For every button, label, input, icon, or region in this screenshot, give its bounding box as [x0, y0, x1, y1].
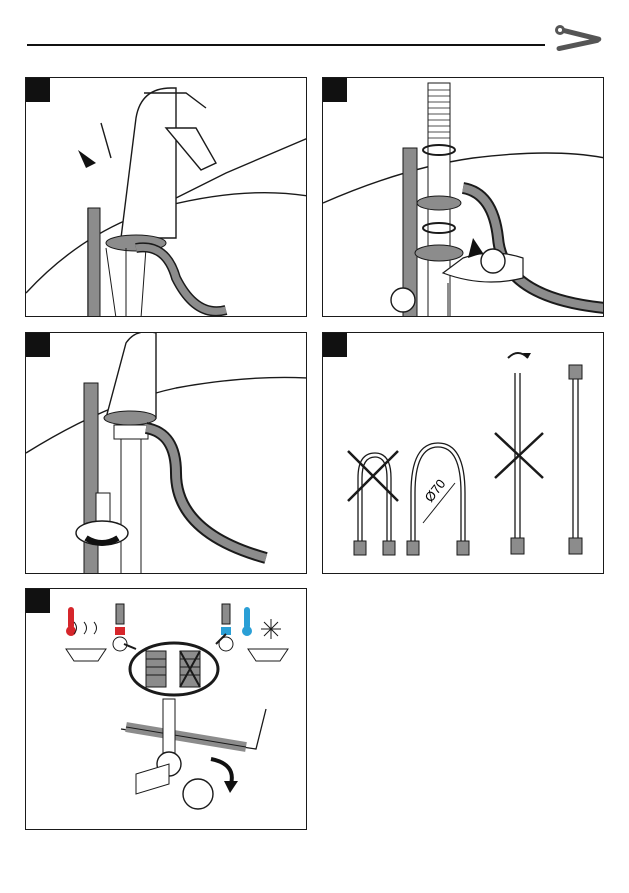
panel-3-illustration: [26, 333, 307, 574]
panel-5: [25, 588, 307, 830]
snowflake-icon: [261, 619, 281, 639]
panel-4: Ø70: [322, 332, 604, 574]
panel-5-illustration: [26, 589, 307, 830]
panel-1-illustration: [26, 78, 307, 317]
panel-2: [322, 77, 604, 317]
thermometer-cold-icon: [242, 607, 252, 636]
panel-3: [25, 332, 307, 574]
panel-2-illustration: [323, 78, 604, 317]
wrench-screwdriver-icon: [552, 24, 604, 56]
panel-4-illustration: Ø70: [323, 333, 604, 574]
thermometer-hot-icon: [66, 607, 76, 636]
diameter-label: Ø70: [422, 476, 449, 505]
header-rule: [27, 44, 545, 46]
panel-1: [25, 77, 307, 317]
